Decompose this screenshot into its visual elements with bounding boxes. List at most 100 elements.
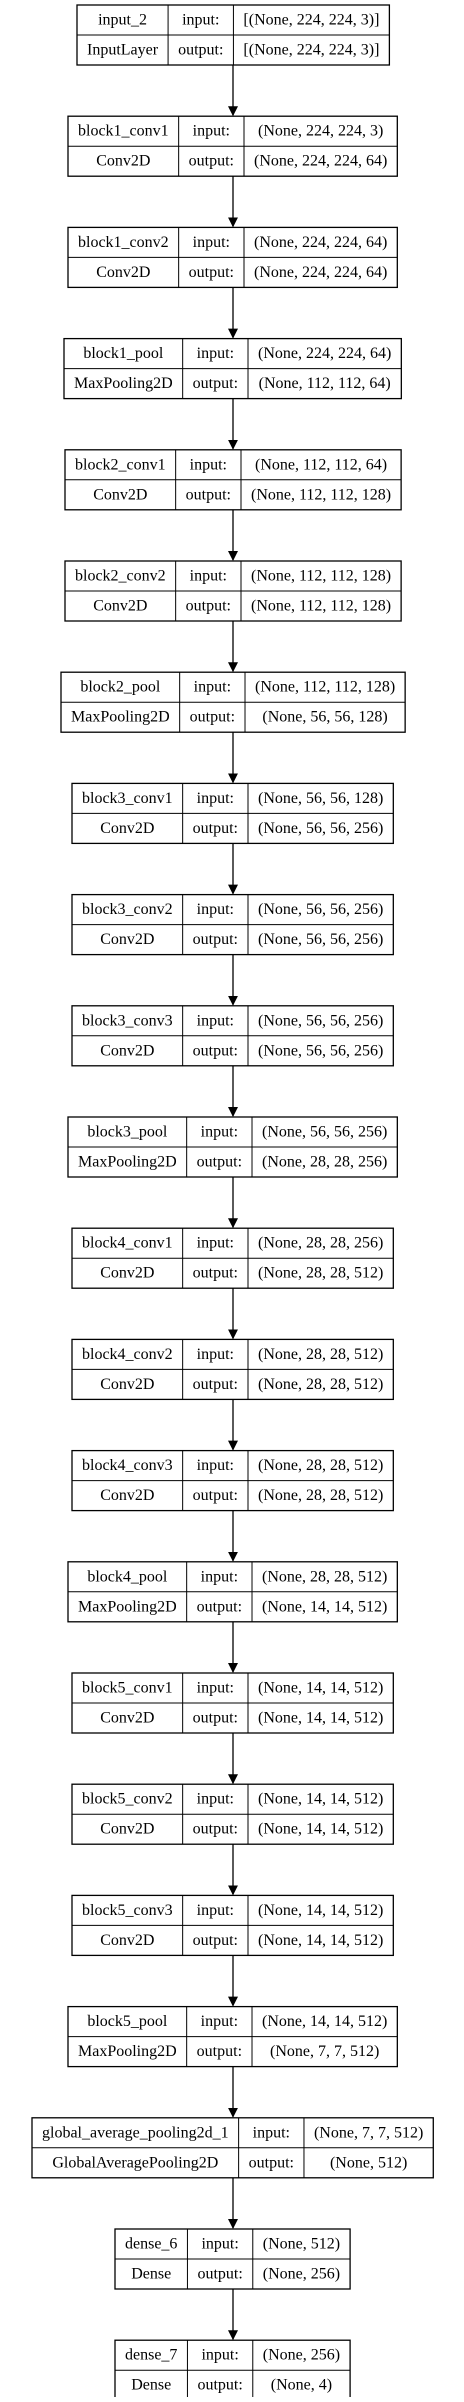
output-shape: (None, 28, 28, 512) xyxy=(258,1376,383,1393)
output-shape: (None, 112, 112, 64) xyxy=(259,375,391,392)
output-label: output: xyxy=(197,1598,242,1615)
input-label: input: xyxy=(197,1346,234,1363)
output-shape: (None, 4) xyxy=(271,2377,332,2394)
output-label: output: xyxy=(186,486,231,503)
layer-name: block3_conv1 xyxy=(82,790,173,807)
layer-node: block2_poolMaxPooling2Dinput:output:(Non… xyxy=(60,671,406,733)
output-label: output: xyxy=(197,1154,242,1171)
layer-name: block4_conv2 xyxy=(82,1346,173,1363)
layer-name: block5_conv1 xyxy=(82,1680,173,1697)
input-shape: (None, 56, 56, 256) xyxy=(258,901,383,918)
output-label: output: xyxy=(197,2043,242,2060)
input-label: input: xyxy=(201,2236,238,2253)
output-label: output: xyxy=(193,375,238,392)
input-label: input: xyxy=(193,123,230,140)
input-label: input: xyxy=(201,1568,238,1585)
input-label: input: xyxy=(197,1012,234,1029)
layer-name: block3_pool xyxy=(87,1124,168,1141)
input-label: input: xyxy=(197,901,234,918)
layer-type: Conv2D xyxy=(100,1265,154,1282)
layer-type: Conv2D xyxy=(100,1710,154,1727)
output-shape: (None, 14, 14, 512) xyxy=(258,1710,383,1727)
layer-type: Conv2D xyxy=(100,1487,154,1504)
layer-name: dense_7 xyxy=(125,2347,177,2364)
layer-name: block4_pool xyxy=(87,1568,168,1585)
layer-node: block1_poolMaxPooling2Dinput:output:(Non… xyxy=(63,337,402,400)
layer-type: Conv2D xyxy=(100,1821,154,1838)
layer-type: MaxPooling2D xyxy=(74,375,173,392)
output-shape: (None, 56, 56, 256) xyxy=(258,1042,383,1059)
input-shape: (None, 28, 28, 512) xyxy=(258,1346,383,1363)
layer-type: MaxPooling2D xyxy=(78,1154,177,1171)
input-shape: (None, 28, 28, 512) xyxy=(262,1568,387,1585)
layer-name: block1_pool xyxy=(83,345,164,362)
input-shape: (None, 56, 56, 256) xyxy=(262,1124,387,1141)
output-shape: (None, 224, 224, 64) xyxy=(254,264,387,281)
input-shape: (None, 28, 28, 512) xyxy=(258,1457,383,1474)
output-label: output: xyxy=(190,709,235,726)
layer-name: block2_conv2 xyxy=(75,568,166,585)
input-label: input: xyxy=(201,1124,238,1141)
output-shape: (None, 7, 7, 512) xyxy=(270,2043,379,2060)
layer-name: block2_pool xyxy=(80,679,161,696)
output-shape: (None, 14, 14, 512) xyxy=(258,1821,383,1838)
input-label: input: xyxy=(194,679,231,696)
output-shape: (None, 28, 28, 512) xyxy=(258,1487,383,1504)
input-shape: (None, 112, 112, 64) xyxy=(255,456,387,473)
layer-name: block5_conv3 xyxy=(82,1902,173,1919)
output-label: output: xyxy=(178,42,223,59)
input-label: input: xyxy=(201,2347,238,2364)
output-label: output: xyxy=(193,1710,238,1727)
output-shape: (None, 28, 28, 512) xyxy=(258,1265,383,1282)
output-shape: (None, 56, 56, 128) xyxy=(262,709,387,726)
input-label: input: xyxy=(190,568,227,585)
input-shape: (None, 14, 14, 512) xyxy=(258,1680,383,1697)
layer-type: Dense xyxy=(131,2266,171,2283)
layer-name: block4_conv3 xyxy=(82,1457,173,1474)
layer-type: Conv2D xyxy=(100,1376,154,1393)
input-label: input: xyxy=(182,12,219,29)
input-shape: (None, 224, 224, 64) xyxy=(254,234,387,251)
input-shape: (None, 7, 7, 512) xyxy=(314,2124,423,2141)
input-shape: (None, 512) xyxy=(263,2236,340,2253)
output-shape: (None, 112, 112, 128) xyxy=(251,486,391,503)
layer-name: block2_conv1 xyxy=(75,456,166,473)
layer-name: global_average_pooling2d_1 xyxy=(42,2124,229,2141)
layer-type: MaxPooling2D xyxy=(78,2043,177,2060)
input-label: input: xyxy=(253,2124,290,2141)
output-shape: (None, 512) xyxy=(330,2154,407,2171)
output-label: output: xyxy=(197,2266,242,2283)
output-label: output: xyxy=(193,1376,238,1393)
layer-type: Conv2D xyxy=(96,264,150,281)
layer-name: block1_conv1 xyxy=(78,123,169,140)
input-shape: (None, 224, 224, 3) xyxy=(258,123,383,140)
input-shape: (None, 14, 14, 512) xyxy=(258,1791,383,1808)
layer-type: Conv2D xyxy=(100,820,154,837)
input-shape: (None, 224, 224, 64) xyxy=(258,345,391,362)
layer-type: Conv2D xyxy=(100,931,154,948)
output-label: output: xyxy=(193,931,238,948)
input-shape: (None, 28, 28, 256) xyxy=(258,1235,383,1252)
layer-type: Conv2D xyxy=(93,486,147,503)
output-label: output: xyxy=(193,820,238,837)
layer-name: block5_pool xyxy=(87,2013,168,2030)
layer-node: global_average_pooling2d_1GlobalAverageP… xyxy=(31,2117,434,2179)
output-label: output: xyxy=(189,264,234,281)
input-label: input: xyxy=(190,456,227,473)
output-label: output: xyxy=(193,1932,238,1949)
layer-name: block1_conv2 xyxy=(78,234,169,251)
layer-name: input_2 xyxy=(98,12,147,29)
